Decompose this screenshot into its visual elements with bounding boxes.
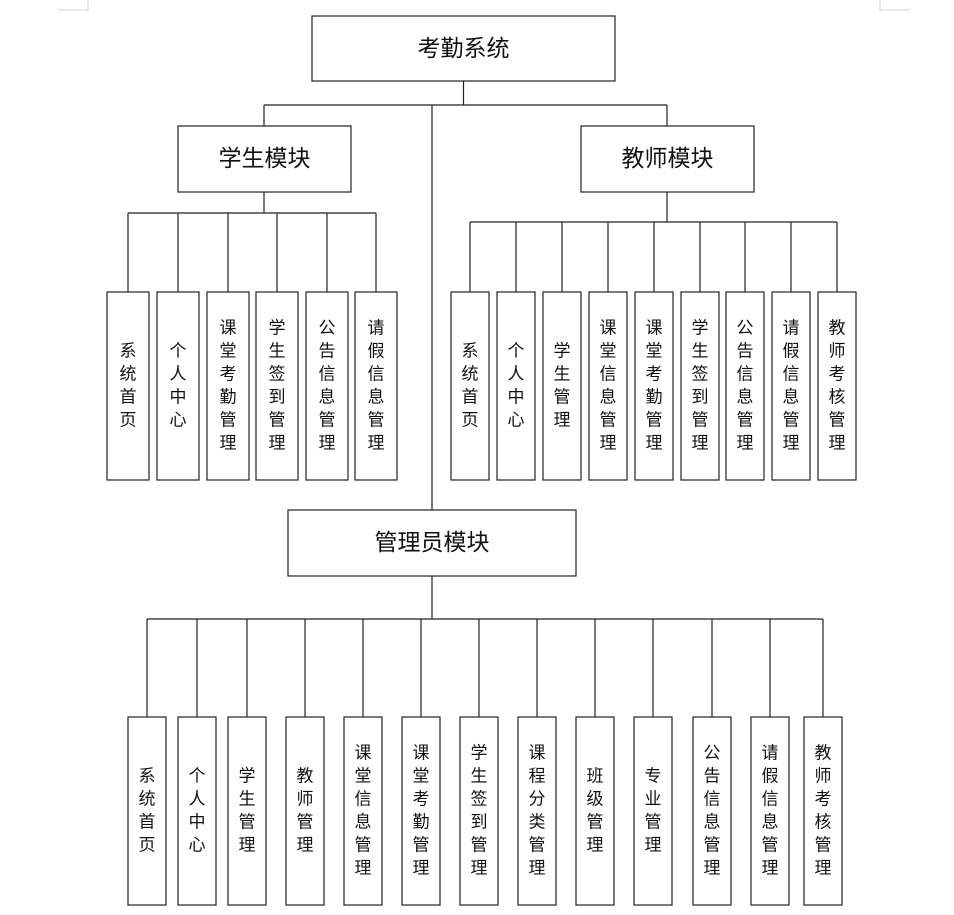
admin-item-box (459, 716, 499, 906)
student-item-box (354, 291, 398, 481)
teacher-item-label: 请假信息管理 (783, 319, 800, 454)
admin-item-label: 公告信息管理 (704, 744, 721, 879)
admin-module-box (287, 509, 577, 577)
admin-item-box (401, 716, 441, 906)
teacher-item-label: 教师考核管理 (829, 319, 846, 454)
teacher-module-label: 教师模块 (622, 146, 714, 172)
teacher-item-label: 课堂考勤管理 (646, 319, 663, 454)
admin-item-box (517, 716, 557, 906)
teacher-item-label: 公告信息管理 (737, 319, 754, 454)
admin-item-box (177, 716, 217, 906)
admin-item-box (285, 716, 325, 906)
student-item-box (106, 291, 150, 481)
teacher-item-label: 个人中心 (508, 342, 525, 431)
teacher-item-label: 课堂信息管理 (600, 319, 617, 454)
admin-item-label: 专业管理 (645, 767, 662, 856)
admin-item-box (803, 716, 843, 906)
admin-item-box (575, 716, 615, 906)
root-box (311, 15, 616, 82)
teacher-item-box (588, 291, 628, 481)
admin-item-label: 班级管理 (587, 767, 604, 856)
student-item-box (206, 291, 250, 481)
admin-items: 系统首页 个人中心 学生管理 教师管理 课堂信息管理 课堂考勤管理 学生签到管理 课程分类管理… (127, 619, 843, 906)
student-item-box (156, 291, 200, 481)
teacher-item-box (634, 291, 674, 481)
admin-item-box (750, 716, 790, 906)
student-module: 学生模块 系统首页 个人中心 课堂考勤管理 学生签到管理 公告信息管理 请假信息管理 (106, 125, 398, 481)
admin-item-label: 学生管理 (239, 767, 256, 856)
admin-module: 管理员模块 系统首页 个人中心 学生管理 教师管理 课堂信息管理 课堂考勤管理 学生签到管理… (127, 509, 843, 906)
teacher-item-label: 学生管理 (554, 342, 571, 431)
admin-item-label: 课程分类管理 (529, 744, 546, 879)
admin-item-label: 教师管理 (297, 767, 314, 856)
teacher-item-box (817, 291, 857, 481)
root-label: 考勤系统 (418, 36, 510, 62)
student-item-label: 系统首页 (120, 342, 137, 431)
teacher-item-box (450, 291, 490, 481)
student-item-box (305, 291, 349, 481)
admin-item-box (633, 716, 673, 906)
student-items: 系统首页 个人中心 课堂考勤管理 学生签到管理 公告信息管理 请假信息管理 (106, 213, 398, 481)
student-item-label: 请假信息管理 (368, 319, 385, 454)
admin-item-label: 请假信息管理 (762, 744, 779, 879)
teacher-item-box (496, 291, 536, 481)
teacher-item-box (680, 291, 720, 481)
student-item-label: 个人中心 (170, 342, 187, 431)
admin-module-label: 管理员模块 (375, 530, 490, 556)
admin-item-box (692, 716, 732, 906)
admin-item-label: 系统首页 (139, 767, 156, 856)
teacher-item-label: 学生签到管理 (692, 319, 709, 454)
teacher-item-label: 系统首页 (462, 342, 479, 431)
admin-item-label: 个人中心 (189, 767, 206, 856)
admin-item-label: 教师考核管理 (815, 744, 832, 879)
root-node: 考勤系统 (311, 15, 616, 82)
admin-item-label: 课堂信息管理 (355, 744, 372, 879)
admin-item-label: 学生签到管理 (471, 744, 488, 879)
student-item-label: 公告信息管理 (319, 319, 336, 454)
student-item-label: 学生签到管理 (269, 319, 286, 454)
teacher-items: 系统首页 个人中心 学生管理 课堂信息管理 课堂考勤管理 学生签到管理 公告信息管理 请假信息… (450, 222, 857, 481)
admin-item-box (127, 716, 167, 906)
teacher-item-box (725, 291, 765, 481)
teacher-item-box (542, 291, 582, 481)
student-item-label: 课堂考勤管理 (220, 319, 237, 454)
teacher-module: 教师模块 系统首页 个人中心 学生管理 课堂信息管理 课堂考勤管理 学生签到管理 公告信息管… (450, 125, 857, 481)
student-item-box (255, 291, 299, 481)
admin-item-label: 课堂考勤管理 (413, 744, 430, 879)
admin-item-box (343, 716, 383, 906)
student-module-label: 学生模块 (219, 146, 311, 172)
teacher-item-box (771, 291, 811, 481)
admin-item-box (227, 716, 267, 906)
teacher-module-box (580, 125, 755, 193)
